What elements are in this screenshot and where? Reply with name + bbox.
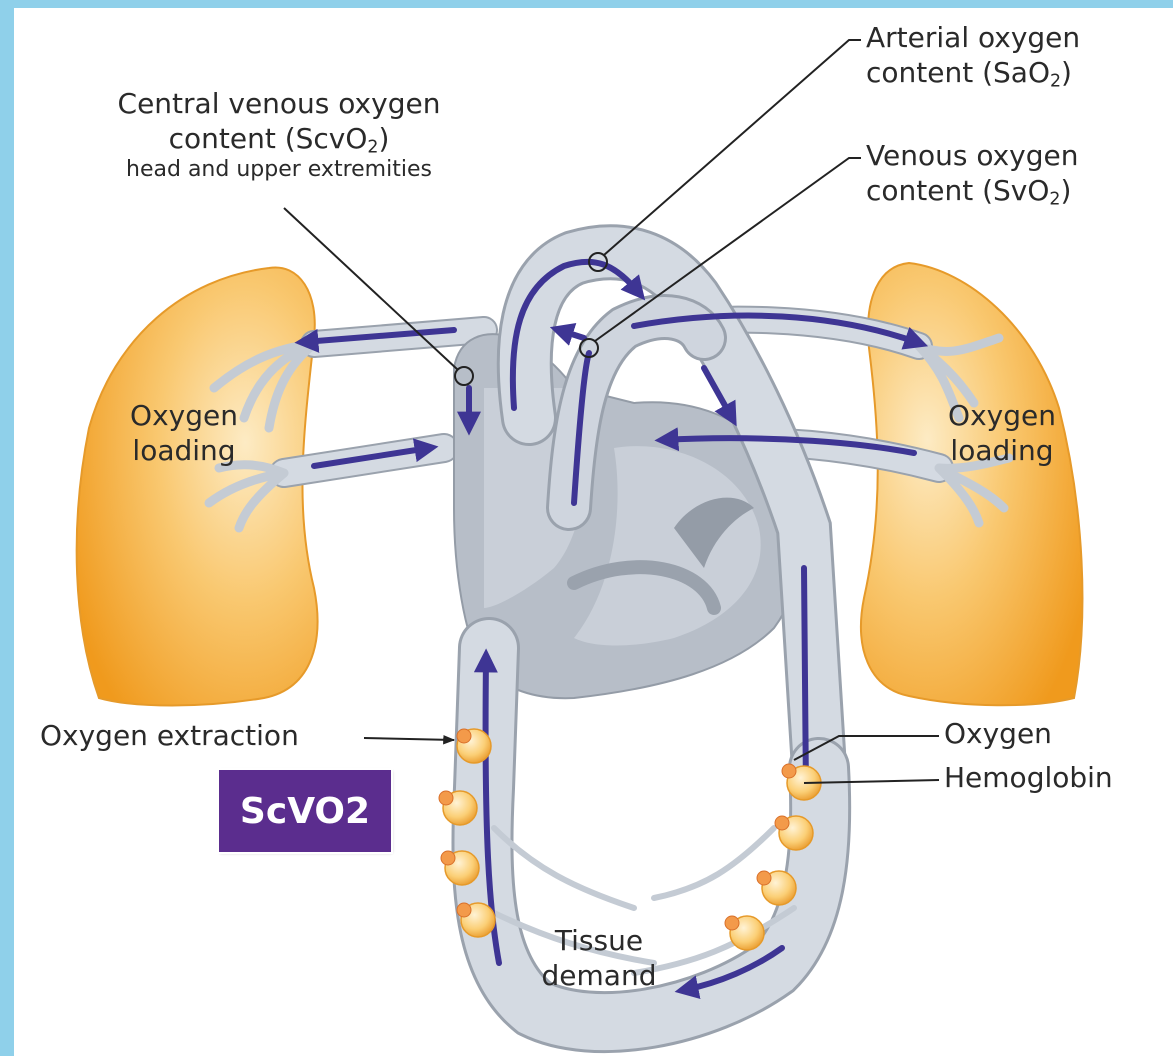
scvo2-badge: ScVO2	[219, 770, 391, 852]
oxygen-loading-right-line2: loading	[932, 433, 1072, 468]
hemoglobin-label: Hemoglobin	[944, 760, 1113, 795]
tissue-demand-line2: demand	[524, 958, 674, 993]
oxygen-label: Oxygen	[944, 716, 1052, 751]
arterial-line2: content (SaO2)	[866, 55, 1080, 90]
central-venous-line2: content (ScvO2)	[69, 121, 489, 156]
venous-line1: Venous oxygen	[866, 138, 1078, 173]
central-venous-line1: Central venous oxygen	[69, 86, 489, 121]
central-venous-label: Central venous oxygen content (ScvO2) he…	[69, 86, 489, 184]
oxygen-loading-right-line1: Oxygen	[932, 398, 1072, 433]
oxygen-loading-left-label: Oxygen loading	[114, 398, 254, 468]
oxygen-loading-left-line1: Oxygen	[114, 398, 254, 433]
diagram-frame: Central venous oxygen content (ScvO2) he…	[14, 8, 1173, 1056]
oxygen-loading-right-label: Oxygen loading	[932, 398, 1072, 468]
venous-line2: content (SvO2)	[866, 173, 1078, 208]
central-venous-line3: head and upper extremities	[69, 156, 489, 184]
venous-label: Venous oxygen content (SvO2)	[866, 138, 1078, 208]
oxygen-extraction-label: Oxygen extraction	[40, 718, 299, 753]
tissue-demand-label: Tissue demand	[524, 923, 674, 993]
tissue-demand-line1: Tissue	[524, 923, 674, 958]
arterial-label: Arterial oxygen content (SaO2)	[866, 20, 1080, 90]
arterial-line1: Arterial oxygen	[866, 20, 1080, 55]
oxygen-loading-left-line2: loading	[114, 433, 254, 468]
